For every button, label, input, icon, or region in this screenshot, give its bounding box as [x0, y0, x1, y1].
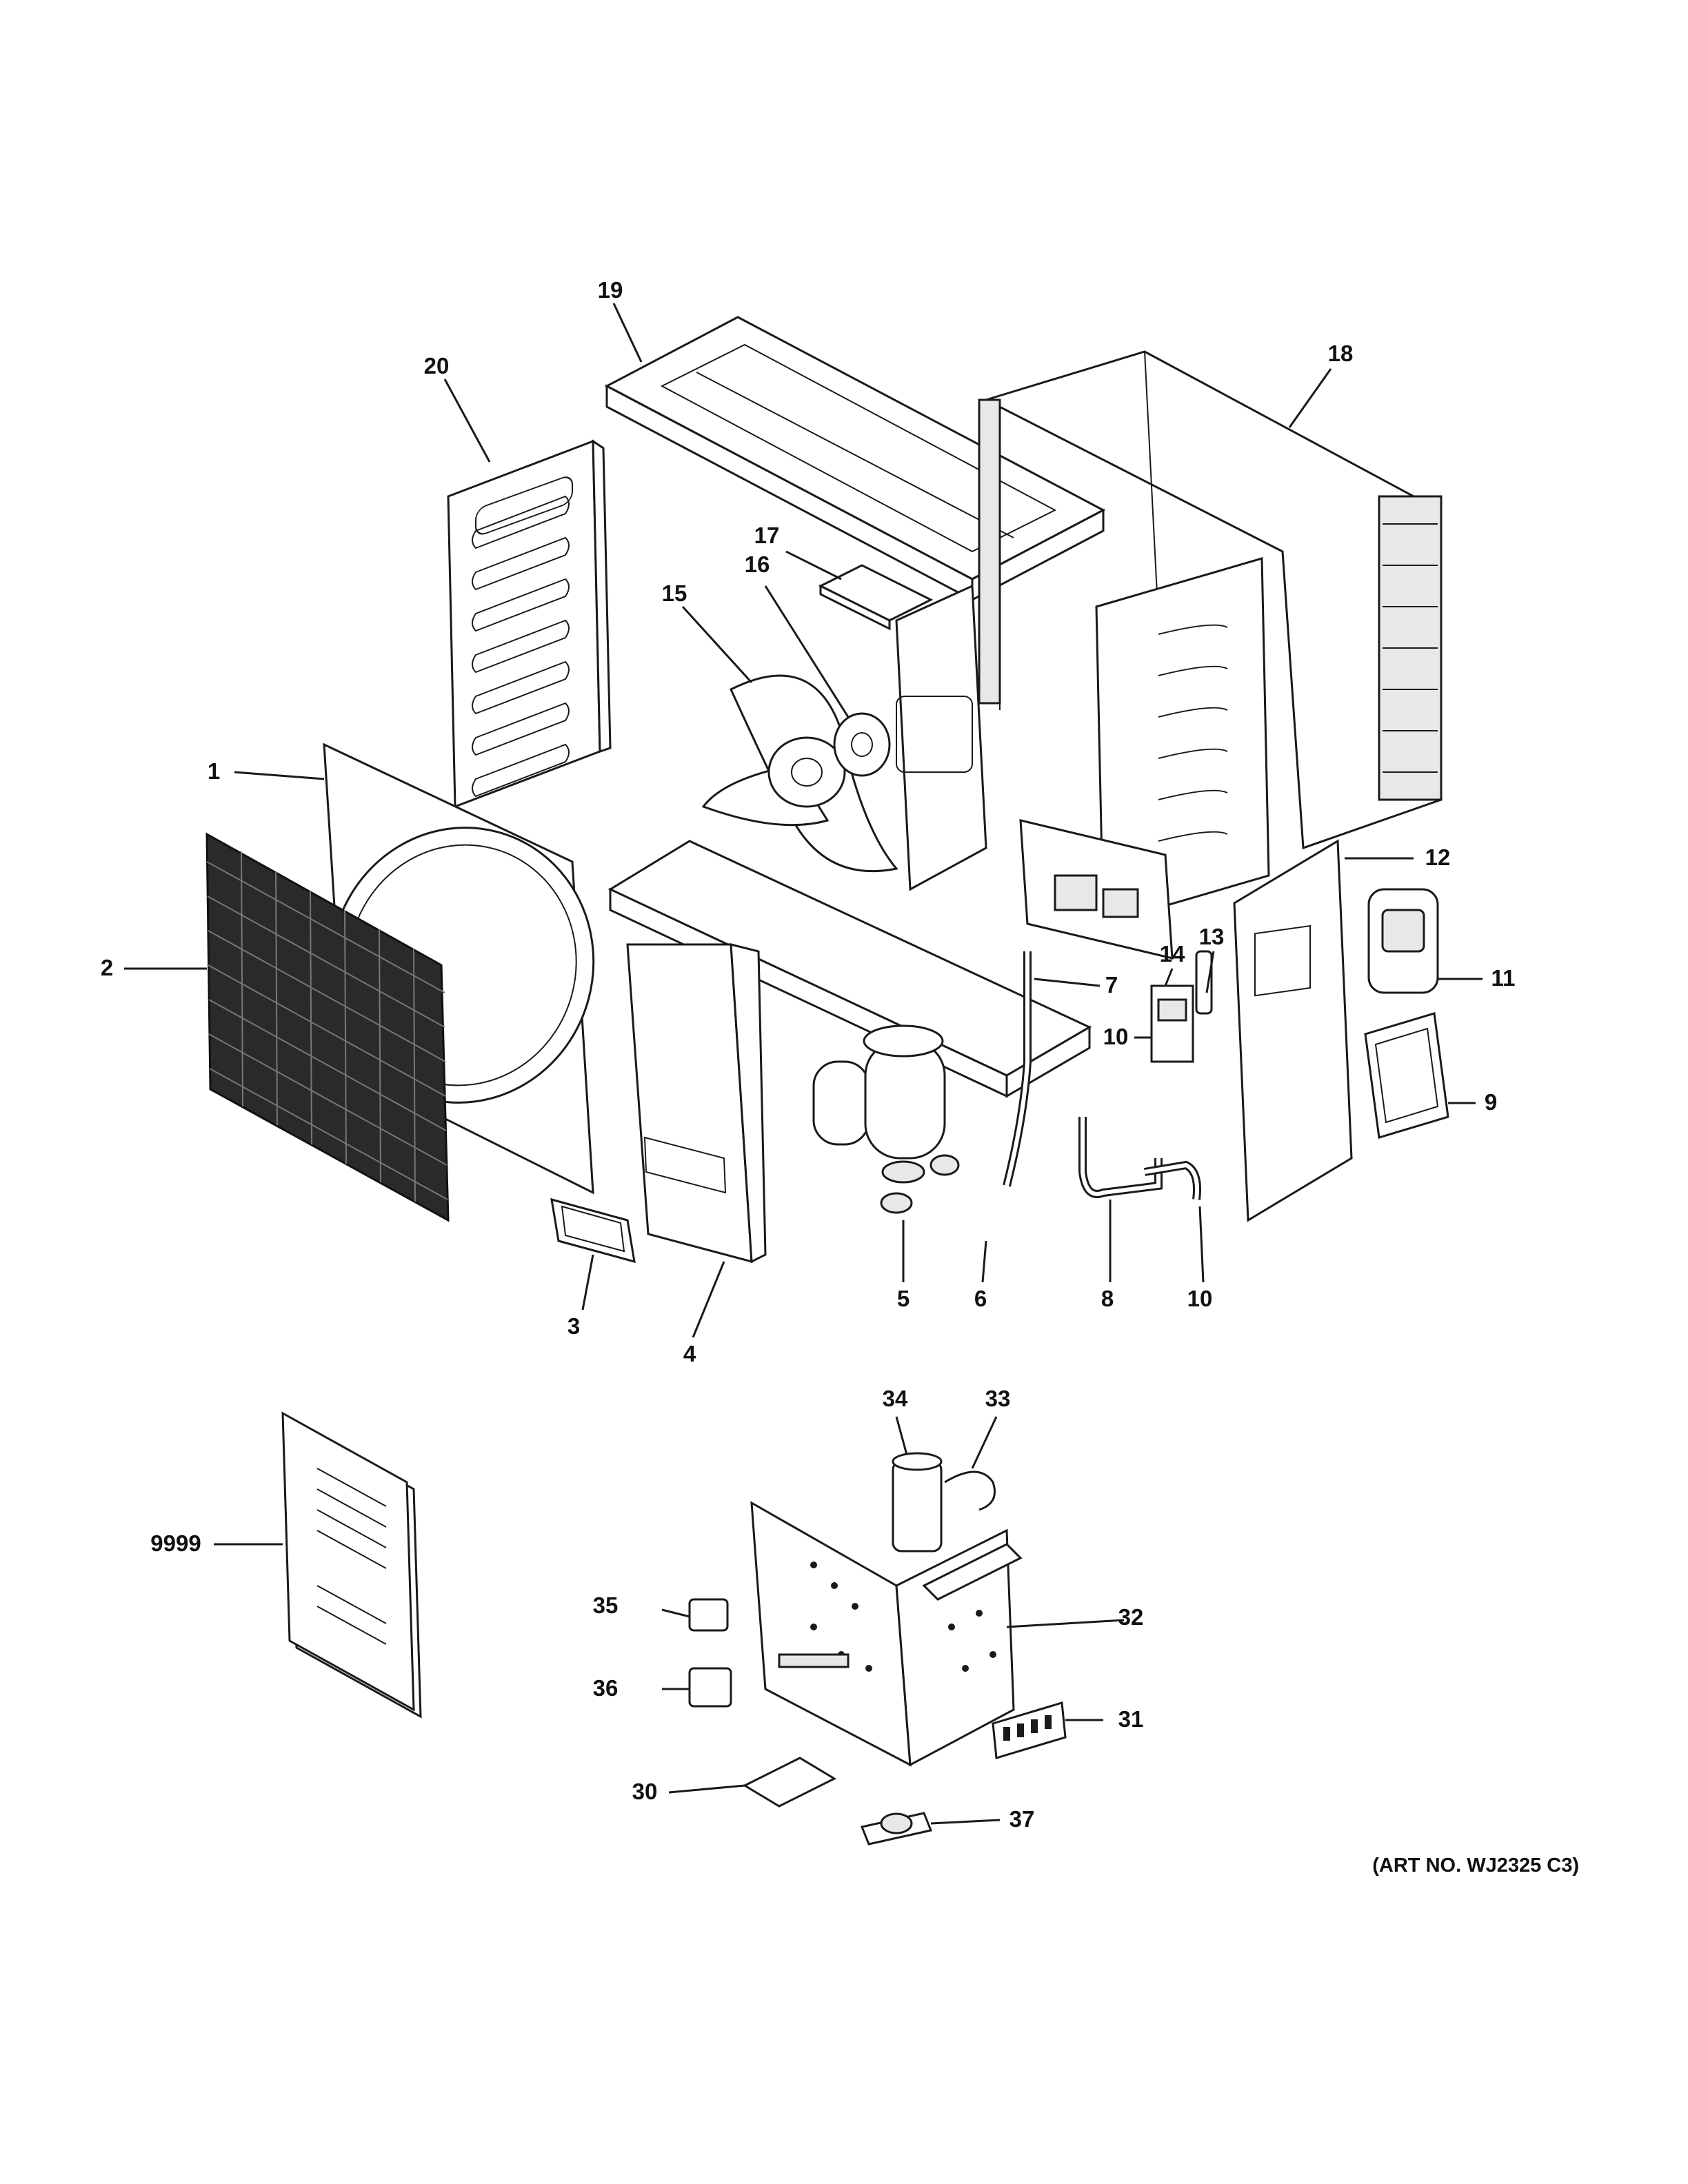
part-8-tube [1078, 1117, 1163, 1198]
callout-34: 34 [883, 1386, 908, 1411]
callout-5: 5 [897, 1286, 910, 1311]
callout-35: 35 [593, 1593, 619, 1618]
leader-lines [124, 303, 1483, 1825]
part-20-side-panel [447, 439, 612, 809]
callout-15: 15 [662, 580, 687, 606]
callout-18: 18 [1328, 341, 1354, 366]
callout-7: 7 [1105, 972, 1118, 998]
callout-12: 12 [1425, 845, 1451, 870]
part-33-clamp [944, 1470, 996, 1511]
part-13-valve [1195, 950, 1213, 1015]
callout-1: 1 [208, 758, 220, 784]
part-9999-manual [281, 1411, 422, 1719]
callout-4: 4 [683, 1341, 696, 1366]
motor-mount [895, 584, 987, 891]
callout-labels: 1 2 3 4 5 6 7 8 9 10 10 11 12 13 14 15 1… [101, 277, 1516, 1832]
callout-3: 3 [567, 1313, 580, 1339]
callout-10-lower: 10 [1187, 1286, 1213, 1311]
callout-6: 6 [974, 1286, 987, 1311]
part-10-tube-lower [1144, 1160, 1201, 1200]
callout-2: 2 [101, 955, 113, 980]
callout-16: 16 [745, 552, 770, 577]
part-11-panel-frame [1367, 888, 1439, 994]
part-14-valve [1150, 984, 1194, 1063]
part-4-front-side-panel [626, 943, 767, 1264]
part-3-handle [550, 1197, 636, 1264]
callout-17: 17 [754, 523, 780, 548]
callout-37: 37 [1009, 1806, 1035, 1832]
part-18-condenser-coil [978, 350, 1443, 850]
callout-20: 20 [424, 353, 450, 378]
part-36-relay [688, 1667, 732, 1708]
part-15-fan-blade [701, 674, 898, 873]
callout-31: 31 [1118, 1706, 1144, 1732]
callout-9: 9 [1485, 1089, 1497, 1115]
callout-11: 11 [1491, 965, 1516, 991]
part-7-tube [1003, 951, 1032, 1187]
callout-36: 36 [593, 1675, 619, 1701]
part-34-capacitor [892, 1452, 943, 1553]
part-5-compressor [812, 1024, 960, 1214]
part-9-cover [1364, 1012, 1449, 1139]
callout-8: 8 [1101, 1286, 1114, 1311]
callout-9999: 9999 [150, 1530, 201, 1556]
callout-33: 33 [985, 1386, 1011, 1411]
part-17-bracket [818, 564, 934, 631]
part-6-tube [977, 1103, 995, 1244]
callout-30: 30 [632, 1779, 658, 1804]
part-30-board [742, 1757, 837, 1808]
part-16-fan-motor [833, 712, 891, 777]
part-19-top-cover [604, 316, 1106, 602]
callout-19: 19 [598, 277, 623, 303]
part-31-terminal-block [992, 1701, 1067, 1759]
part-35-relay [688, 1598, 729, 1632]
callout-13: 13 [1199, 924, 1225, 949]
callout-32: 32 [1118, 1604, 1144, 1630]
part-32-electrical-box [750, 1501, 1023, 1767]
control-board [1019, 819, 1174, 960]
callout-10-upper: 10 [1103, 1024, 1129, 1049]
part-2-fan-grille [205, 832, 450, 1222]
partition-with-coils [1095, 557, 1270, 925]
part-12-right-side-panel [1233, 839, 1353, 1222]
callout-14: 14 [1160, 941, 1185, 967]
part-37-component [860, 1812, 933, 1846]
art-number: (ART NO. WJ2325 C3) [1372, 1854, 1579, 1877]
